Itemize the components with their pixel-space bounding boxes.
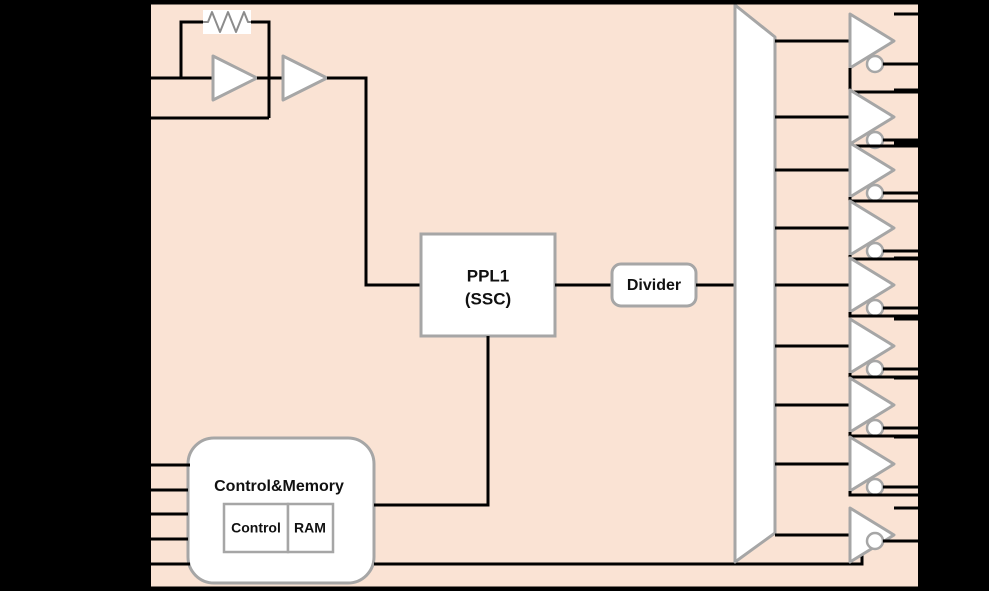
pll-block-body[interactable] [419,232,557,338]
divider-label: Divider [627,277,681,294]
output-buffer-icon-6 [848,317,896,375]
output-comp-return-5 [848,312,918,318]
control-sub-label: Control [231,520,281,536]
control-to-pll-wire [374,336,490,507]
oscillator-section [151,10,421,287]
output-buffer-bubble-5 [865,298,885,318]
output-buffer-6[interactable] [775,317,918,379]
pll-label-line1: PPL1 [467,266,510,285]
output-buffer-bubble-8 [865,477,885,497]
ram-sub-block[interactable] [286,502,335,554]
output-buffer-icon-5 [848,256,896,314]
pll-label-line2: (SSC) [465,289,511,308]
pll-block[interactable]: PPL1 (SSC) [419,232,557,338]
control-interface-pins [151,463,190,566]
feedback-resistor-icon [203,11,251,33]
output-buffer-2[interactable] [775,88,918,150]
output-buffer-bubble-6 [865,359,885,379]
control-memory-label: Control&Memory [214,478,344,495]
output-buffer-3[interactable] [775,141,918,203]
control-sub-block[interactable] [222,502,290,554]
output-buffer-8[interactable] [775,435,918,497]
output-comp-return-8 [848,491,918,497]
output-buffer-9[interactable] [775,506,918,564]
output-buffer-icon-8 [848,435,896,493]
output-buffer-bubble-4 [865,241,885,261]
divider-block[interactable]: Divider [610,262,698,308]
output-buffer-bubble-9 [865,531,885,551]
output-buffer-5[interactable] [775,256,918,318]
output-buffer-icon-1 [848,12,896,70]
output-mux[interactable] [733,3,777,564]
output-buffer-bubble-1 [865,54,885,74]
output-buffer-icon-4 [848,199,896,257]
feedback-loop-wire-right [251,20,271,118]
output-buffer-icon-3 [848,141,896,199]
feedback-loop-wire [179,20,203,78]
control-memory-block[interactable]: Control&Memory Control RAM [186,436,376,585]
oscillator-to-pll-wire [327,76,421,287]
output-buffer-icon-2 [848,88,896,146]
output-buffer-bubble-7 [865,418,885,438]
output-buffer-bubble-3 [865,183,885,203]
output-buffer-icon-7 [848,376,896,434]
oscillator-buffer-icon [281,54,329,102]
ram-sub-label: RAM [294,520,326,536]
oscillator-amplifier-icon [211,54,259,102]
